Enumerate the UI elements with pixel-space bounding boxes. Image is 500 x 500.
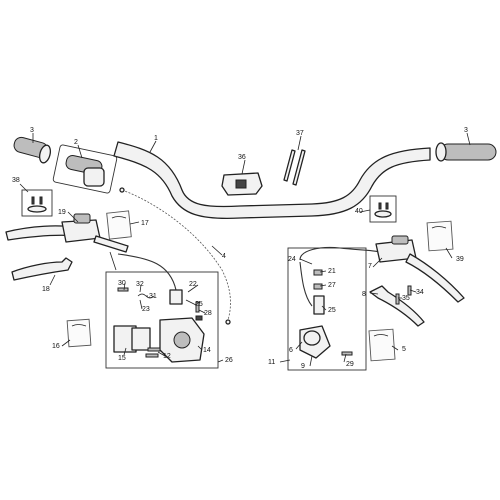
clutch-hose-part (299, 246, 381, 307)
callout-32: 32 (136, 281, 144, 288)
right-clamp-kit-part (369, 195, 397, 223)
left-clamp-kit-part (21, 189, 53, 217)
caliper-bolts-part (117, 287, 200, 358)
callout-27: 27 (328, 282, 336, 289)
spare-brake-lever-part (11, 257, 73, 281)
callout-1: 1 (154, 135, 158, 142)
callout-6: 6 (289, 347, 293, 354)
clutch-assembly-frame (287, 247, 367, 371)
front-brake-hose-part (117, 253, 177, 291)
callout-17: 17 (141, 220, 149, 227)
callout-11: 11 (268, 359, 275, 366)
clutch-master-cylinder-part (375, 235, 465, 303)
callout-7: 7 (368, 263, 372, 270)
callout-40: 40 (355, 208, 363, 215)
leader-lines (19, 132, 471, 367)
bar-pad-part (221, 172, 263, 196)
callout-30: 30 (118, 280, 126, 287)
callout-16: 16 (52, 343, 60, 350)
throttle-assembly-part (52, 144, 118, 194)
callout-12: 12 (163, 353, 171, 360)
cable-end-bottom (225, 319, 231, 325)
handlebar-part (113, 141, 431, 220)
callout-28: 28 (204, 310, 212, 317)
callout-23: 23 (142, 306, 150, 313)
callout-4: 4 (222, 253, 226, 260)
front-caliper-frame (105, 271, 219, 369)
clutch-fittings-part (313, 269, 353, 356)
callout-9: 9 (301, 363, 305, 370)
instruction-bag-5 (368, 328, 396, 362)
callout-25-front: 25 (195, 301, 203, 308)
callout-38: 38 (12, 177, 20, 184)
callout-24: 24 (288, 256, 296, 263)
instruction-bag-39 (426, 220, 454, 252)
callout-3-left: 3 (30, 127, 34, 134)
throttle-cable-part (121, 189, 231, 321)
instruction-bag-17 (106, 210, 132, 240)
cable-end-top (119, 187, 125, 193)
callout-18: 18 (42, 286, 50, 293)
callout-22: 22 (189, 281, 197, 288)
front-caliper-part (159, 289, 205, 363)
callout-15: 15 (118, 355, 126, 362)
callout-5: 5 (402, 346, 406, 353)
tie-straps-part (283, 149, 306, 186)
front-brake-lever-part (5, 213, 129, 253)
instruction-bag-16 (66, 318, 92, 348)
callout-36: 36 (238, 154, 246, 161)
callout-26: 26 (225, 357, 233, 364)
clutch-slave-cylinder-part (299, 295, 331, 359)
spare-clutch-lever-part (369, 285, 425, 327)
callout-29: 29 (346, 361, 354, 368)
right-grip-part (435, 142, 497, 162)
callout-35: 35 (402, 295, 410, 302)
callout-21: 21 (328, 268, 336, 275)
callout-2: 2 (74, 139, 78, 146)
callout-14: 14 (203, 347, 211, 354)
callout-34: 34 (416, 289, 424, 296)
brake-pads-part (113, 325, 151, 353)
callout-37: 37 (296, 130, 304, 137)
left-grip-part (13, 136, 52, 164)
callout-39: 39 (456, 256, 464, 263)
callout-25-clutch: 25 (328, 307, 336, 314)
callout-8: 8 (362, 291, 366, 298)
callout-19: 19 (58, 209, 66, 216)
callout-31: 31 (149, 293, 157, 300)
callout-3-right: 3 (464, 127, 468, 134)
